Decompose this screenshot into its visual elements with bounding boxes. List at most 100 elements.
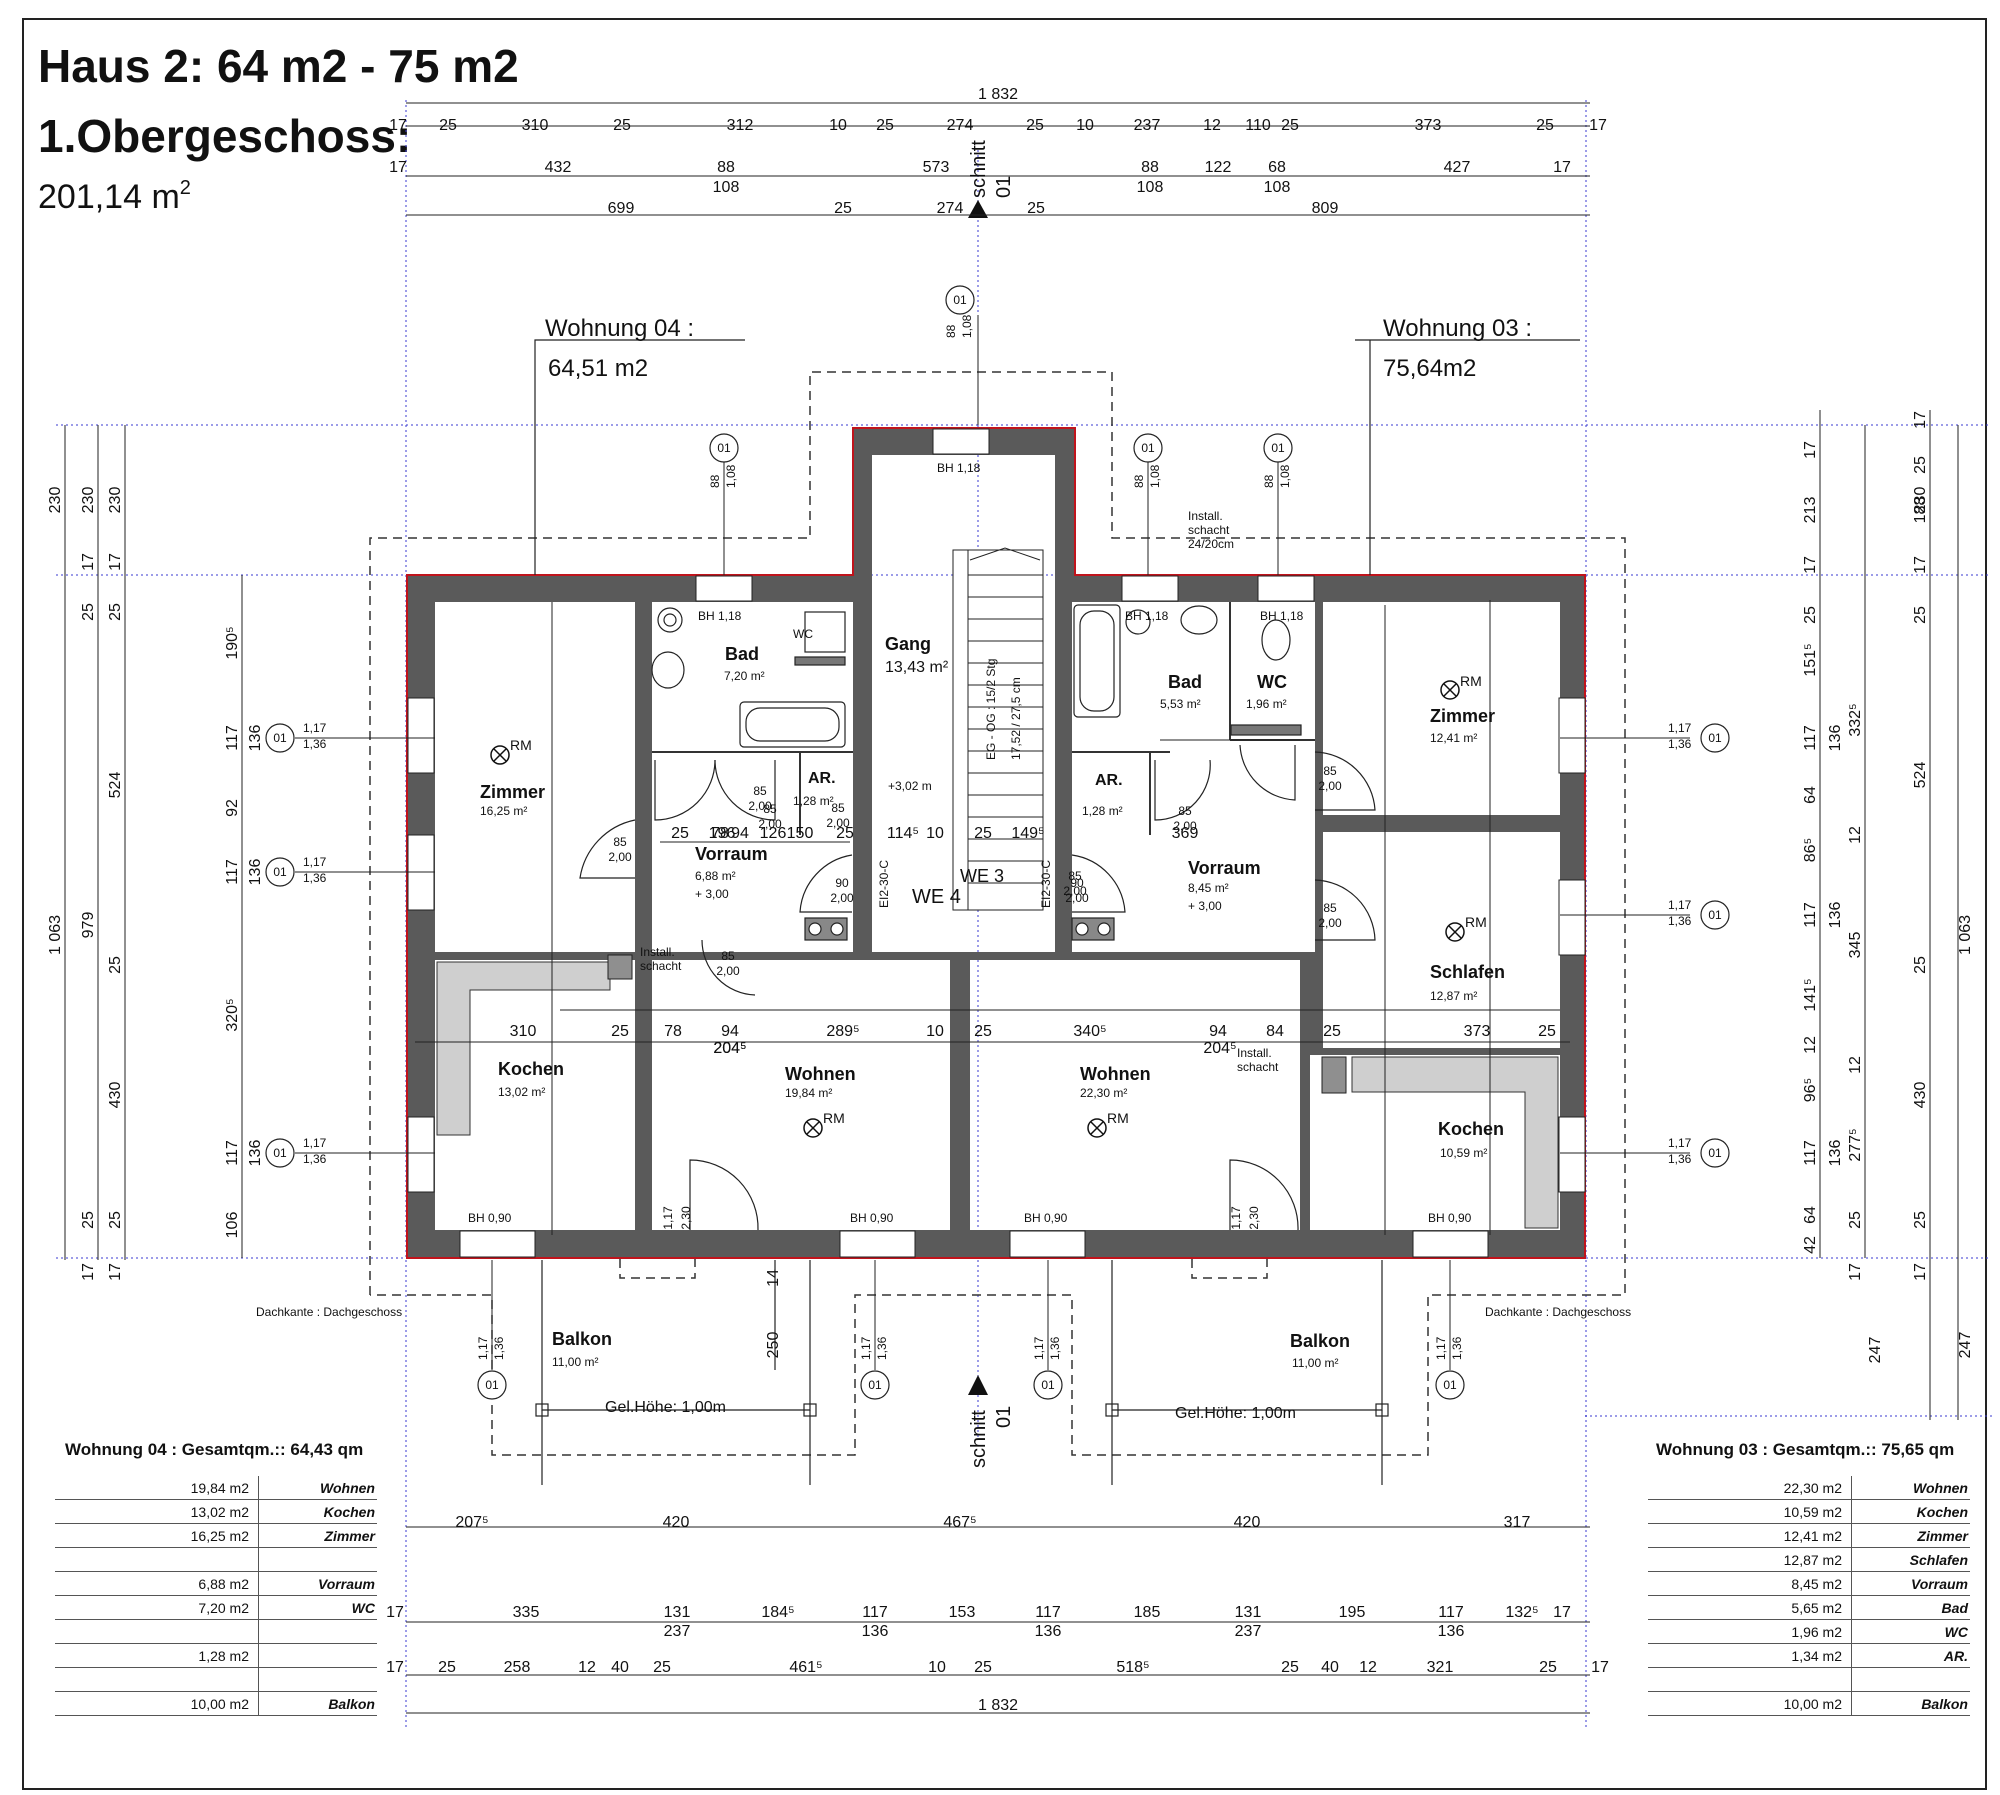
window-height-label: 1,36 xyxy=(1668,914,1692,928)
room-gang-area: 13,43 m² xyxy=(885,659,949,676)
dim-bottom-row2: 132⁵ xyxy=(1505,1604,1538,1621)
window-width-label: 1,17 xyxy=(1668,1136,1692,1150)
dim-bottom-row3: 17 xyxy=(1591,1659,1609,1676)
dim-right-rooms: 64 xyxy=(1802,786,1819,804)
dim-door-height: 2,00 xyxy=(716,964,740,978)
dim-interior-a: 25 xyxy=(671,825,689,842)
window-leaders xyxy=(295,315,1690,1370)
dim-right-mid: 17 xyxy=(1912,1263,1929,1281)
dim-left-rooms: 320⁵ xyxy=(224,998,241,1031)
dim-door-height: 2,00 xyxy=(1063,884,1087,898)
unit-we3-label: WE 3 xyxy=(960,866,1004,886)
dim-right-rooms: 117 xyxy=(1802,725,1819,751)
rm-label: RM xyxy=(1107,1110,1129,1126)
window-height-label: 1,36 xyxy=(875,1336,889,1360)
dim-top-row2: 68 xyxy=(1268,159,1286,176)
dim-top-row1: 25 xyxy=(1536,117,1554,134)
dim-bottom-row2-sub: 136 xyxy=(1438,1623,1465,1640)
dim-left-outer: 1 063 xyxy=(47,915,64,955)
dim-top-row3: 699 xyxy=(608,200,635,217)
dim-interior-b: 340⁵ xyxy=(1073,1023,1106,1040)
fire-door-label: EI2-30-C xyxy=(877,860,891,908)
dim-left-mid: 25 xyxy=(80,603,97,621)
dim-right-inner: 17 xyxy=(1847,1263,1864,1281)
rm-label: RM xyxy=(1465,914,1487,930)
room-wc-right-area: 1,96 m² xyxy=(1246,697,1287,711)
area-table-row xyxy=(55,1548,377,1572)
dim-top-row1: 310 xyxy=(522,117,549,134)
sill-height-label: BH 0,90 xyxy=(850,1211,894,1225)
section-markers xyxy=(968,200,988,1395)
rm-label: RM xyxy=(823,1110,845,1126)
walls xyxy=(406,427,1586,1259)
dim-right-inner: 25 xyxy=(1847,1211,1864,1229)
marker-number: 01 xyxy=(273,1146,287,1160)
smoke-detector-symbols xyxy=(490,680,1465,1138)
dim-bottom-row3: 321 xyxy=(1427,1659,1454,1676)
room-balkon-left: Balkon xyxy=(552,1329,612,1349)
dim-top-row2: 88 xyxy=(1141,159,1159,176)
room-name: AR. xyxy=(1943,1648,1968,1664)
installschacht-label: schacht xyxy=(640,959,682,973)
dim-interior-a: 126 xyxy=(760,825,787,842)
dim-right-inner: 247 xyxy=(1867,1337,1884,1364)
stair-label: EG - OG : 15/2 Stg xyxy=(984,659,998,760)
dim-left-mid: 979 xyxy=(80,912,97,939)
dim-right-inner: 12 xyxy=(1847,826,1864,844)
dim-interior-a: 114⁵ xyxy=(887,825,919,842)
dim-bottom-row3: 12 xyxy=(1359,1659,1377,1676)
dim-left-inner: 524 xyxy=(107,772,124,799)
dim-bottom-row3: 25 xyxy=(1281,1659,1299,1676)
dim-bottom-row3: 40 xyxy=(611,1659,629,1676)
dim-bottom-row3: 518⁵ xyxy=(1116,1659,1149,1676)
dim-right-mid: 188 xyxy=(1912,497,1929,524)
area-value: 1,34 m2 xyxy=(1791,1648,1842,1664)
room-name: Balkon xyxy=(1921,1696,1968,1712)
table-separator xyxy=(1851,1524,1852,1547)
area-value: 1,96 m2 xyxy=(1791,1624,1842,1640)
dim-right-inner: 213 xyxy=(1802,497,1819,524)
room-gang: Gang xyxy=(885,634,931,654)
room-wohnen-right: Wohnen xyxy=(1080,1064,1151,1084)
dim-right-inner: 12 xyxy=(1847,1056,1864,1074)
dim-left-outer: 230 xyxy=(47,487,64,514)
window-width-label: 1,17 xyxy=(1434,1336,1448,1360)
dim-right-mid: 17 xyxy=(1912,411,1929,429)
dim-right-inner: 277⁵ xyxy=(1847,1128,1864,1161)
dim-top-row3: 25 xyxy=(1027,200,1045,217)
room-zimmer-left-area: 16,25 m² xyxy=(480,804,527,818)
dim-interior-c: 204⁵ xyxy=(713,1040,746,1057)
marker-number: 01 xyxy=(868,1378,882,1392)
room-name: Balkon xyxy=(328,1696,375,1712)
marker-number: 01 xyxy=(273,865,287,879)
dim-door-width: 85 xyxy=(753,784,767,798)
dim-door-height: 2,00 xyxy=(826,816,850,830)
room-wohnen-left: Wohnen xyxy=(785,1064,856,1084)
dim-door-height: 2,00 xyxy=(758,817,782,831)
window-width-label: 1,17 xyxy=(476,1336,490,1360)
dim-door-height: 2,00 xyxy=(1318,916,1342,930)
dim-right-outer: 230 xyxy=(1912,487,1929,514)
dim-left-mid: 17 xyxy=(80,1263,97,1281)
dim-bottom-row2-sub: 237 xyxy=(1235,1623,1262,1640)
dim-bottom-row2-sub: 136 xyxy=(1035,1623,1062,1640)
dim-left-inner: 17 xyxy=(107,553,124,571)
area-table-row: 1,34 m2 AR. xyxy=(1648,1644,1970,1668)
window-sill-label: 88 xyxy=(1132,474,1146,488)
wc-small-label: WC xyxy=(793,627,813,641)
unit-right-label: Wohnung 03 : xyxy=(1383,315,1532,342)
dim-right-mid: 25 xyxy=(1912,606,1929,624)
dim-top-row1: 237 xyxy=(1134,117,1161,134)
dim-top-row1: 110 xyxy=(1245,117,1271,134)
dim-left-inner: 25 xyxy=(107,603,124,621)
installschacht-label: Install. xyxy=(640,945,675,959)
